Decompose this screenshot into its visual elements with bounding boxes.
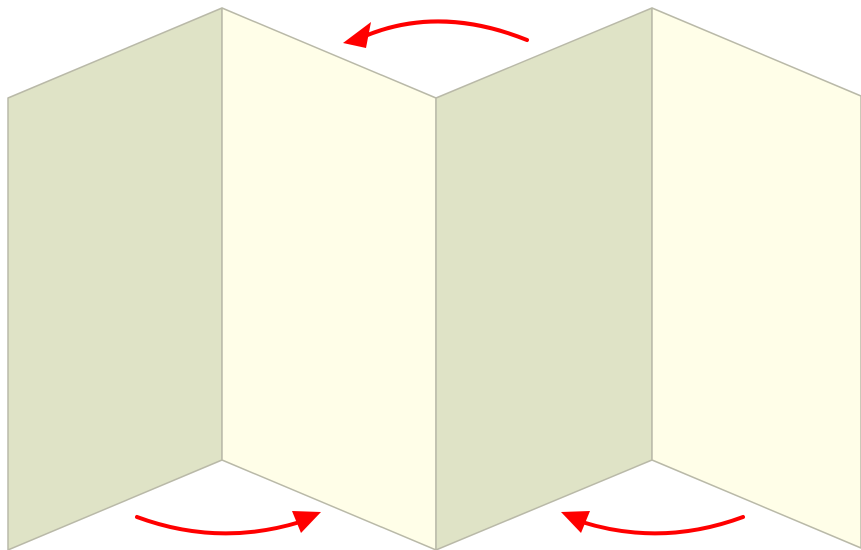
panel-3 bbox=[435, 7, 653, 550]
panel-2 bbox=[221, 7, 437, 550]
top-arrow-head bbox=[343, 22, 371, 48]
panels-group bbox=[7, 7, 861, 550]
arrows-group bbox=[135, 19, 745, 536]
panel-4 bbox=[651, 7, 861, 549]
panel-1 bbox=[7, 7, 223, 550]
bottom-right-arrow-head bbox=[561, 511, 590, 533]
bottom-left-arrow-curve bbox=[135, 515, 302, 536]
top-arrow-curve bbox=[363, 19, 529, 42]
bottom-left-arrow-head bbox=[292, 511, 321, 533]
bottom-right-arrow-curve bbox=[580, 515, 745, 536]
